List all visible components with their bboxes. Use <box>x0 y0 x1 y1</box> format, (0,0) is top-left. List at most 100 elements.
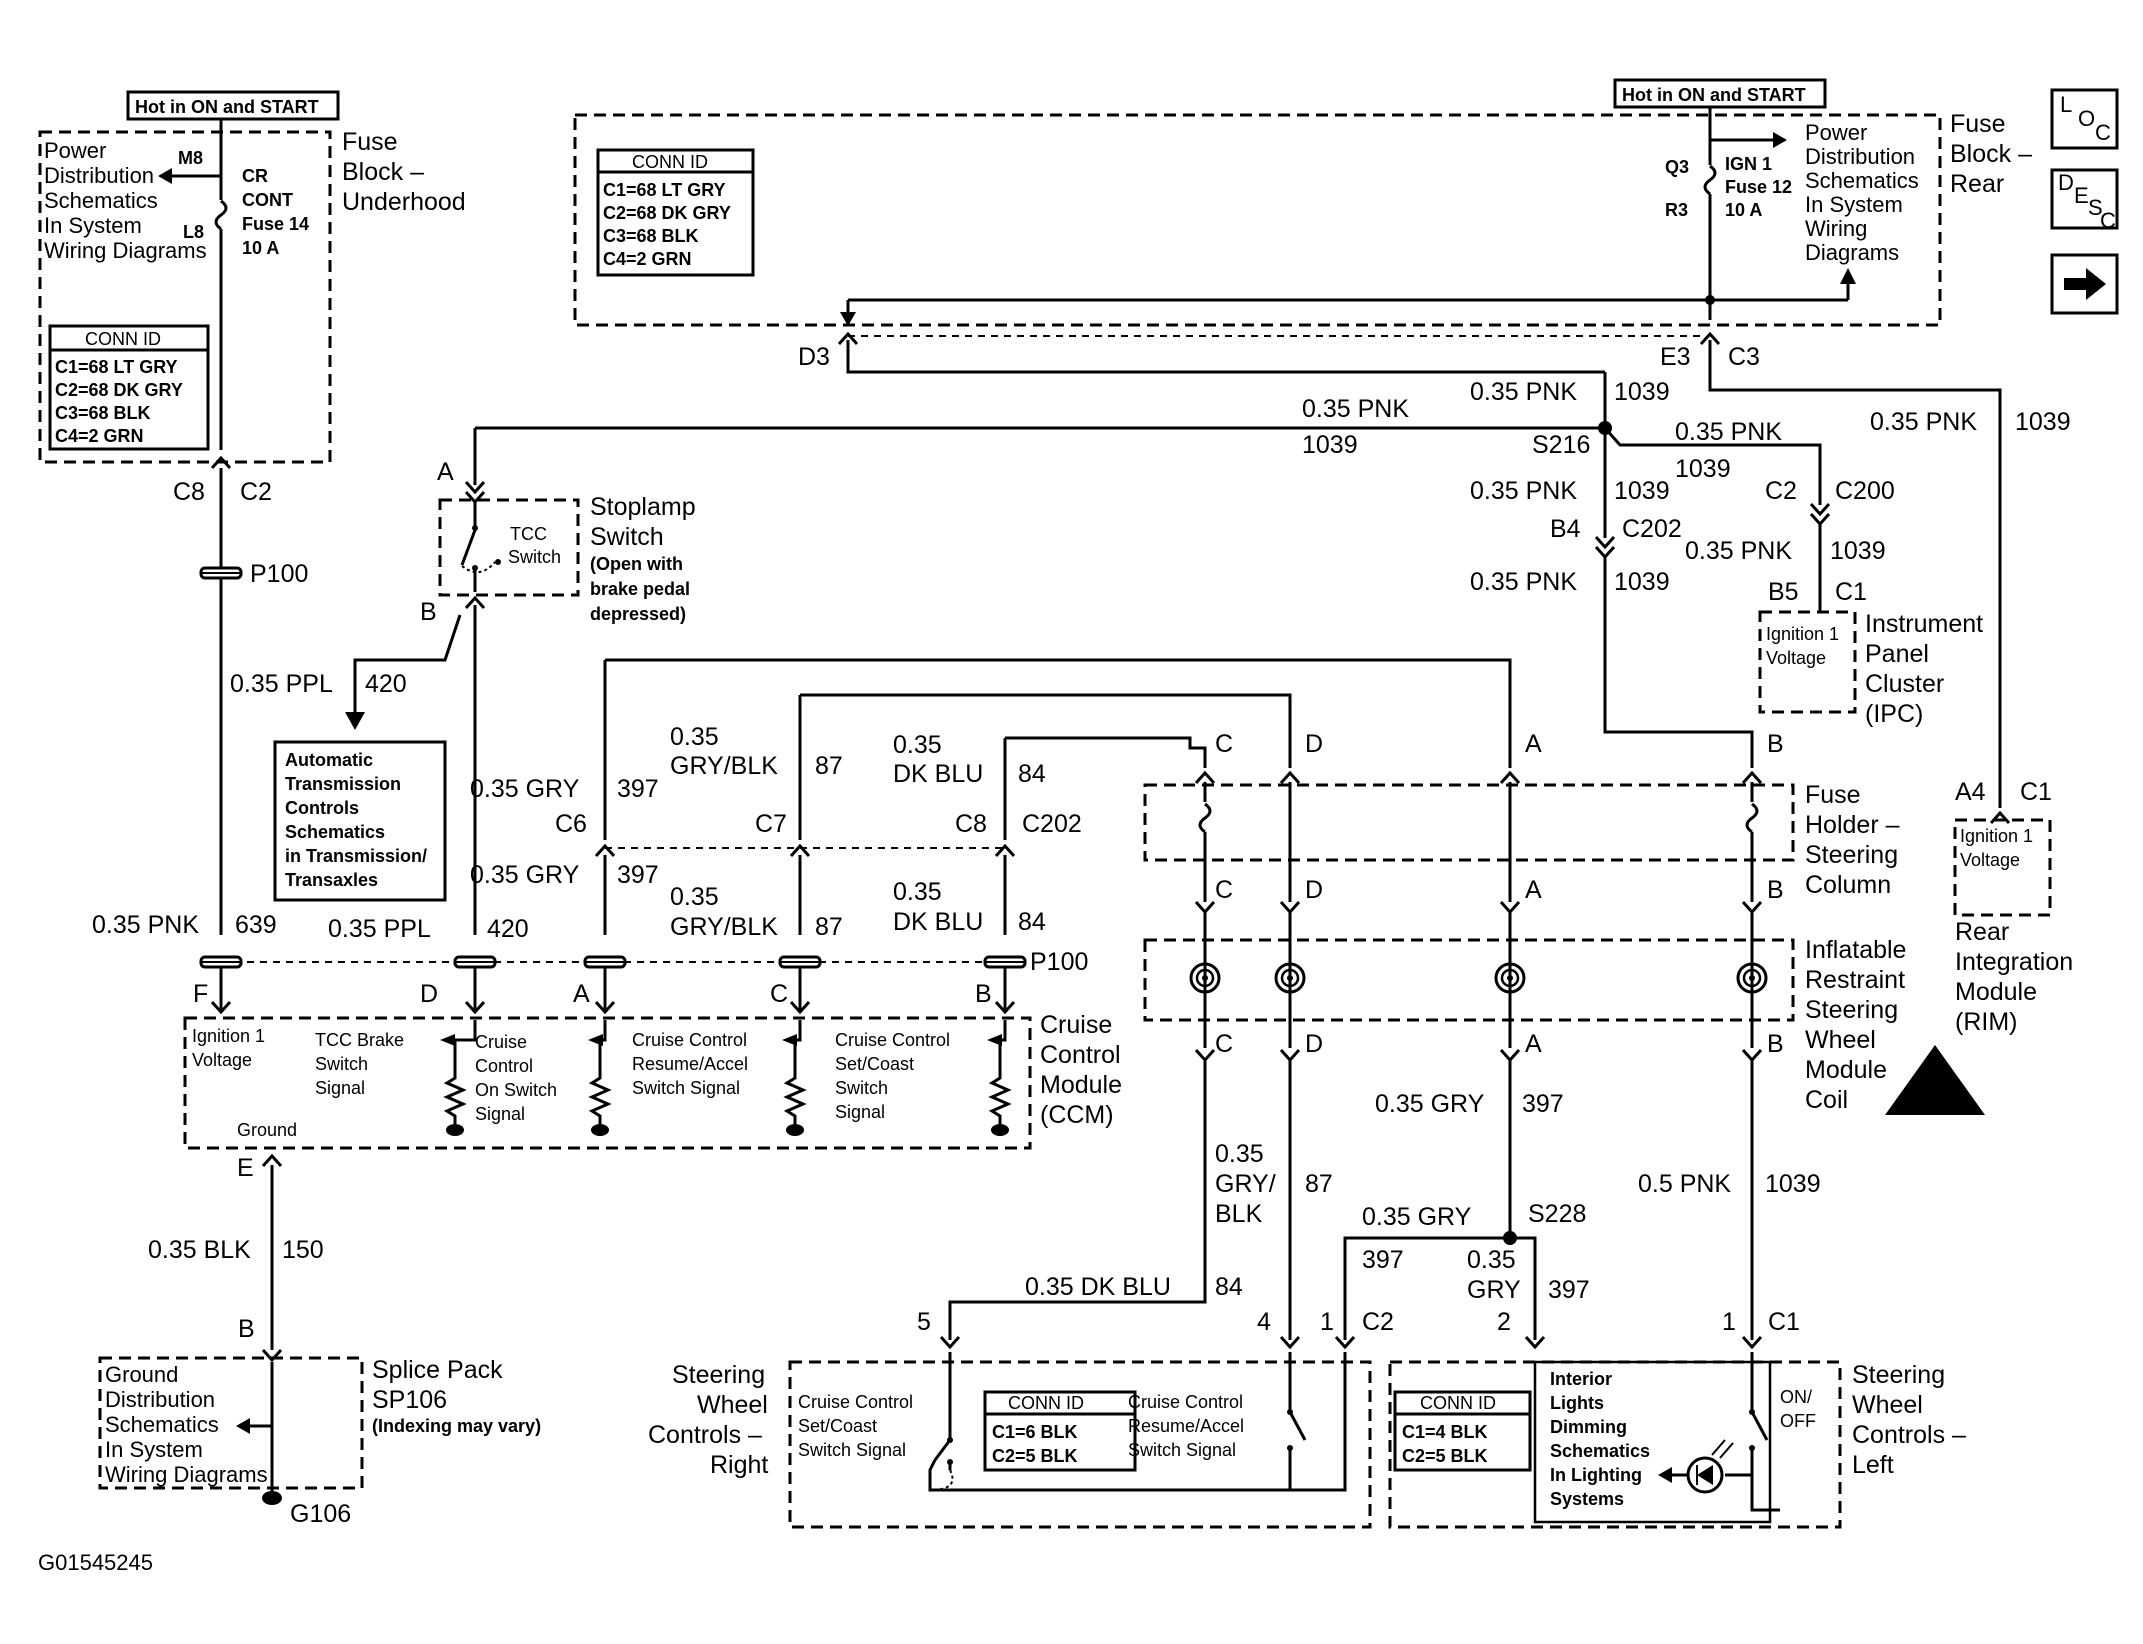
hot-label-underhood: Hot in ON and START <box>135 97 319 117</box>
svg-text:Lights: Lights <box>1550 1393 1604 1413</box>
svg-text:Module: Module <box>1955 978 2037 1006</box>
svg-text:Fuse: Fuse <box>342 128 398 156</box>
svg-text:0.35 PNK: 0.35 PNK <box>1470 568 1577 596</box>
svg-text:In System: In System <box>1805 192 1903 217</box>
svg-text:(Open with: (Open with <box>590 554 683 574</box>
svg-text:R3: R3 <box>1665 200 1688 220</box>
svg-text:420: 420 <box>365 670 407 698</box>
svg-text:Cruise Control: Cruise Control <box>632 1030 747 1050</box>
svg-text:C2: C2 <box>240 478 272 506</box>
svg-text:Cruise: Cruise <box>475 1032 527 1052</box>
svg-text:Signal: Signal <box>835 1102 885 1122</box>
svg-text:C8: C8 <box>173 478 205 506</box>
svg-text:1: 1 <box>1722 1308 1736 1336</box>
desc-button[interactable] <box>2050 168 2119 230</box>
svg-text:Interior: Interior <box>1550 1369 1612 1389</box>
svg-text:Rear: Rear <box>1955 918 2009 946</box>
svg-text:Resume/Accel: Resume/Accel <box>632 1054 748 1074</box>
svg-text:Column: Column <box>1805 871 1891 899</box>
svg-text:0.35 PNK: 0.35 PNK <box>92 911 199 939</box>
svg-text:CONN ID: CONN ID <box>632 152 708 172</box>
svg-text:Cluster: Cluster <box>1865 670 1944 698</box>
svg-text:DK BLU: DK BLU <box>893 760 983 788</box>
svg-text:Fuse 12: Fuse 12 <box>1725 177 1792 197</box>
svg-text:2: 2 <box>1497 1308 1511 1336</box>
svg-text:0.35 GRY: 0.35 GRY <box>1375 1090 1485 1118</box>
svg-text:0.35 PNK: 0.35 PNK <box>1302 395 1409 423</box>
svg-text:In Lighting: In Lighting <box>1550 1465 1642 1485</box>
svg-text:Instrument: Instrument <box>1865 610 1983 638</box>
svg-text:1039: 1039 <box>2015 408 2071 436</box>
svg-text:B4: B4 <box>1550 515 1581 543</box>
svg-text:Controls: Controls <box>285 798 359 818</box>
svg-text:Controls –: Controls – <box>1852 1421 1966 1449</box>
svg-text:Steering: Steering <box>672 1361 765 1389</box>
figure-id: G01545245 <box>38 1550 153 1575</box>
svg-text:GRY/BLK: GRY/BLK <box>670 913 778 941</box>
svg-text:Voltage: Voltage <box>1960 850 2020 870</box>
svg-text:BLK: BLK <box>1215 1200 1263 1228</box>
loc-button[interactable] <box>2050 88 2119 150</box>
svg-text:A4: A4 <box>1955 778 1986 806</box>
warning-triangle-icon <box>1885 1045 1985 1115</box>
svg-text:C4=2 GRN: C4=2 GRN <box>603 249 692 269</box>
svg-text:GRY: GRY <box>1467 1276 1521 1304</box>
svg-text:S216: S216 <box>1532 431 1590 459</box>
svg-text:Holder –: Holder – <box>1805 811 1900 839</box>
svg-text:C202: C202 <box>1622 515 1682 543</box>
svg-text:C1=4 BLK: C1=4 BLK <box>1402 1422 1488 1442</box>
svg-text:IGN 1: IGN 1 <box>1725 154 1772 174</box>
svg-text:C2=5 BLK: C2=5 BLK <box>1402 1446 1488 1466</box>
svg-text:87: 87 <box>815 752 843 780</box>
svg-text:C200: C200 <box>1835 477 1895 505</box>
automatic-transmission-box: Automatic Transmission Controls Schemati… <box>230 670 447 902</box>
svg-text:G106: G106 <box>290 1500 351 1528</box>
svg-text:Distribution: Distribution <box>105 1387 215 1412</box>
svg-text:397: 397 <box>1548 1276 1590 1304</box>
svg-text:Inflatable: Inflatable <box>1805 936 1906 964</box>
svg-text:B5: B5 <box>1768 578 1799 606</box>
svg-text:639: 639 <box>235 911 277 939</box>
svg-text:C2: C2 <box>1362 1308 1394 1336</box>
svg-text:Set/Coast: Set/Coast <box>835 1054 914 1074</box>
svg-text:Switch: Switch <box>590 523 664 551</box>
svg-text:D: D <box>1305 876 1323 904</box>
svg-text:397: 397 <box>617 861 659 889</box>
svg-text:C1: C1 <box>2020 778 2052 806</box>
svg-text:Switch: Switch <box>835 1078 888 1098</box>
svg-text:Restraint: Restraint <box>1805 966 1905 994</box>
stoplamp-switch: A TCC Switch Stoplamp Switch (Open with … <box>345 428 696 935</box>
svg-text:Cruise: Cruise <box>1040 1011 1112 1039</box>
svg-text:84: 84 <box>1215 1273 1243 1301</box>
svg-text:Switch Signal: Switch Signal <box>632 1078 740 1098</box>
svg-text:C1: C1 <box>1768 1308 1800 1336</box>
svg-text:Switch Signal: Switch Signal <box>1128 1440 1236 1460</box>
svg-text:Control: Control <box>475 1056 533 1076</box>
svg-text:E: E <box>237 1154 254 1182</box>
svg-text:Wheel: Wheel <box>1805 1026 1876 1054</box>
svg-text:P100: P100 <box>250 560 308 588</box>
svg-text:GRY/: GRY/ <box>1215 1170 1276 1198</box>
svg-text:depressed): depressed) <box>590 604 686 624</box>
svg-text:Ignition 1: Ignition 1 <box>192 1026 265 1046</box>
svg-text:A: A <box>573 980 590 1008</box>
svg-text:Right: Right <box>710 1451 768 1479</box>
svg-text:C2=68 DK GRY: C2=68 DK GRY <box>603 203 731 223</box>
svg-text:Wiring Diagrams: Wiring Diagrams <box>44 238 207 263</box>
svg-text:TCC: TCC <box>510 524 547 544</box>
svg-text:C202: C202 <box>1022 810 1082 838</box>
svg-text:Systems: Systems <box>1550 1489 1624 1509</box>
svg-text:Distribution: Distribution <box>1805 144 1915 169</box>
hot-label-rear: Hot in ON and START <box>1622 85 1806 105</box>
svg-text:On Switch: On Switch <box>475 1080 557 1100</box>
svg-text:P100: P100 <box>1030 948 1088 976</box>
svg-text:397: 397 <box>617 775 659 803</box>
svg-text:1: 1 <box>1320 1308 1334 1336</box>
svg-text:Schematics: Schematics <box>105 1412 219 1437</box>
svg-text:Power: Power <box>1805 120 1867 145</box>
svg-text:E3: E3 <box>1660 343 1691 371</box>
svg-text:Schematics: Schematics <box>1805 168 1919 193</box>
fuse-block-rear: Hot in ON and START Fuse Block – Rear CO… <box>573 78 2032 371</box>
svg-text:In System: In System <box>105 1437 203 1462</box>
svg-text:C6: C6 <box>555 810 587 838</box>
